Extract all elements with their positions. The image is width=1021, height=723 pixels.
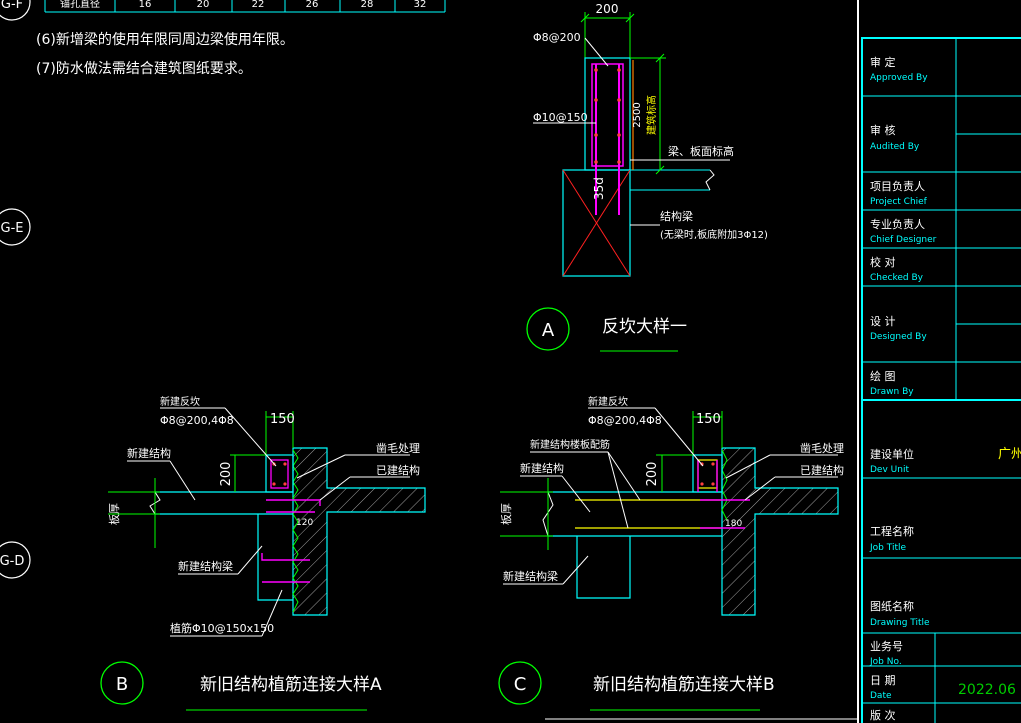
- chief-designer-en: Chief Designer: [870, 235, 937, 245]
- detail-bubble: C: [514, 674, 527, 695]
- dim-width: 200: [596, 2, 619, 16]
- dim-height: 200: [219, 462, 234, 487]
- new-structure-label: 新建结构: [520, 461, 564, 475]
- rebar-stirrup-label: Φ8@200: [533, 31, 581, 44]
- top-table-cells: 锚孔直径 16 20 22 26 28 32: [60, 0, 426, 10]
- drawing-title-en: Drawing Title: [870, 618, 930, 628]
- note-6: (6)新增梁的使用年限同周边梁使用年限。: [36, 31, 294, 48]
- project-chief-en: Project Chief: [870, 197, 928, 207]
- table-cell: 22: [252, 0, 265, 10]
- detail-c: 180 150 200 板厚 新建反坎 Φ8@200,4Φ8 新建结构楼板配筋 …: [498, 395, 844, 711]
- table-cell: 16: [139, 0, 152, 10]
- table-cell: 28: [361, 0, 374, 10]
- approved-cn: 审 定: [870, 55, 896, 69]
- detail-title: 反坎大样一: [602, 317, 687, 337]
- job-title-en: Job Title: [869, 543, 906, 553]
- note-7: (7)防水做法需结合建筑图纸要求。: [36, 61, 252, 77]
- drawing-title-cn: 图纸名称: [870, 599, 914, 613]
- dim-height: 2500: [632, 102, 643, 127]
- detail-a: 200 35d 2500 建筑标高 Φ8@200: [526, 2, 768, 352]
- existing-label: 已建结构: [800, 463, 844, 477]
- audited-en: Audited By: [870, 142, 920, 152]
- chisel-label: 凿毛处理: [800, 442, 844, 455]
- chief-designer-cn: 专业负责人: [870, 217, 925, 231]
- job-title-cn: 工程名称: [870, 524, 914, 538]
- checked-cn: 校 对: [870, 255, 896, 269]
- anchor-length: 120: [296, 518, 313, 528]
- curb-rebar-label: Φ8@200,4Φ8: [160, 414, 234, 427]
- table-cell: 锚孔直径: [60, 0, 100, 10]
- new-beam-label: 新建结构梁: [178, 559, 233, 573]
- grid-label: G-F: [1, 0, 23, 12]
- dim-width: 150: [270, 412, 295, 427]
- rebar-vertical-label: Φ10@150: [533, 111, 588, 124]
- designed-en: Designed By: [870, 332, 927, 342]
- grid-bubble-gf: G-F: [0, 0, 31, 21]
- date-value: 2022.06: [958, 682, 1016, 698]
- dim-width: 150: [696, 412, 721, 427]
- grid-bubble-ge: G-E: [0, 208, 31, 246]
- detail-bubble: A: [542, 320, 555, 341]
- dim-height: 200: [645, 462, 660, 487]
- slab-thickness: 板厚: [107, 503, 121, 525]
- dim-height-note: 建筑标高: [645, 95, 658, 135]
- table-cell: 26: [306, 0, 319, 10]
- top-rebar-table: [44, 0, 446, 13]
- title-block: 审 定 Approved By 审 核 Audited By 项目负责人 Pro…: [857, 0, 1021, 723]
- new-curb-label: 新建反坎: [588, 395, 628, 408]
- grid-label: G-D: [0, 554, 24, 569]
- designed-cn: 设 计: [870, 315, 896, 328]
- beam-label: 结构梁: [660, 209, 693, 223]
- drawn-cn: 绘 图: [870, 369, 896, 383]
- version-cn: 版 次: [870, 708, 896, 722]
- date-en: Date: [870, 691, 892, 701]
- new-beam-label: 新建结构梁: [503, 569, 558, 583]
- detail-bubble: B: [116, 674, 128, 695]
- new-curb-label: 新建反坎: [160, 395, 200, 408]
- job-no-cn: 业务号: [870, 640, 903, 653]
- grid-bubble-gd: G-D: [0, 541, 31, 579]
- curb-rebar-label: Φ8@200,4Φ8: [588, 414, 662, 427]
- grid-label: G-E: [1, 221, 24, 236]
- table-cell: 20: [197, 0, 210, 10]
- detail-title: 新旧结构植筋连接大样A: [200, 675, 382, 695]
- anchor-length: 180: [725, 519, 742, 529]
- plant-rebar-label: 植筋Φ10@150x150: [170, 621, 274, 635]
- slab-thickness: 板厚: [499, 503, 513, 525]
- detail-title: 新旧结构植筋连接大样B: [593, 675, 775, 695]
- detail-b: 120 150 200 板厚 新建反坎 Φ8@200,4Φ8 新建结构 新建结构…: [100, 395, 426, 711]
- dev-unit-value: 广州: [998, 447, 1021, 462]
- chisel-label: 凿毛处理: [376, 442, 420, 455]
- existing-label: 已建结构: [376, 463, 420, 477]
- dev-unit-cn: 建设单位: [870, 447, 914, 461]
- beam-note: (无梁时,板底附加3Φ12): [660, 228, 768, 241]
- drawn-en: Drawn By: [870, 387, 914, 397]
- checked-en: Checked By: [870, 273, 924, 283]
- anchor-length: 35d: [592, 177, 606, 200]
- audited-cn: 审 核: [870, 123, 896, 137]
- new-structure-label: 新建结构: [127, 446, 171, 460]
- date-cn: 日 期: [870, 674, 896, 687]
- project-chief-cn: 项目负责人: [870, 179, 925, 193]
- slab-rebar-label: 新建结构楼板配筋: [530, 438, 610, 451]
- approved-en: Approved By: [870, 73, 928, 83]
- job-no-en: Job No.: [869, 657, 902, 667]
- dev-unit-en: Dev Unit: [870, 465, 909, 475]
- table-cell: 32: [414, 0, 427, 10]
- level-label: 梁、板面标高: [668, 144, 734, 158]
